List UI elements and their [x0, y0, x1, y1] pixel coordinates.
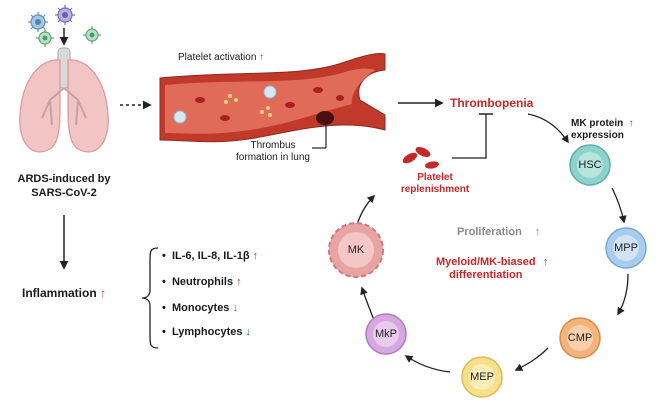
- myeloid-label: Myeloid/MK-biased differentiation: [436, 256, 536, 281]
- svg-text:MPP: MPP: [614, 242, 638, 254]
- node-cmp: CMP: [559, 317, 601, 359]
- il-up-arrow: ↑: [252, 250, 259, 262]
- neutrophils-up-arrow: ↑: [236, 276, 242, 288]
- svg-text:HSC: HSC: [578, 159, 601, 171]
- platelet-activation-up-arrow: ↑: [259, 52, 265, 63]
- thrombus-label: Thrombus formation in lung: [236, 140, 310, 163]
- node-mkp: MkP: [365, 313, 407, 355]
- cytokine-item-lymphocytes: • Lymphocytes ↓: [162, 326, 252, 338]
- myeloid-up-arrow: ↑: [542, 256, 549, 268]
- platelet-replenishment-label: Platelet replenishment: [400, 172, 470, 195]
- mk-protein-label: MK protein expression: [571, 118, 624, 141]
- svg-text:MK: MK: [348, 244, 365, 256]
- node-mep: MEP: [461, 356, 503, 398]
- lung-icon: [19, 47, 109, 153]
- platelet-icon: [402, 147, 439, 169]
- megakaryocyte-icon: MK: [328, 222, 384, 278]
- cytokine-brace: [141, 247, 159, 349]
- myeloid-block: Myeloid/MK-biased differentiation ↑: [436, 256, 548, 282]
- virus-icon: [28, 5, 101, 47]
- cytokine-item-monocytes: • Monocytes ↓: [162, 302, 238, 314]
- cytokine-item-il: • IL-6, IL-8, IL-1β ↑: [162, 250, 259, 262]
- inflammation-label: Inflammation ↑: [22, 286, 107, 300]
- node-mpp: MPP: [605, 227, 647, 269]
- cycle-arrows: [355, 113, 629, 373]
- lymphocytes-down-arrow: ↓: [245, 326, 252, 338]
- mk-protein-block: MK protein expression ↑: [571, 118, 634, 142]
- thrombopenia-label: Thrombopenia: [450, 96, 534, 110]
- svg-text:CMP: CMP: [568, 332, 592, 344]
- proliferation-label: Proliferation: [457, 226, 522, 238]
- platelet-activation-label: Platelet activation ↑: [178, 52, 265, 63]
- svg-text:MkP: MkP: [375, 328, 397, 340]
- svg-text:MEP: MEP: [470, 371, 494, 383]
- proliferation-up-arrow: ↑: [534, 226, 541, 238]
- blood-vessel-icon: [159, 52, 386, 143]
- mk-protein-up-arrow: ↑: [628, 118, 634, 129]
- proliferation-block: Proliferation ↑: [457, 226, 540, 238]
- node-hsc: HSC: [569, 144, 611, 186]
- inflammation-up-arrow: ↑: [100, 286, 107, 300]
- cause-label: ARDS-induced by SARS-CoV-2: [17, 173, 111, 199]
- monocytes-down-arrow: ↓: [232, 302, 239, 314]
- inhibition-line: [452, 114, 487, 159]
- cytokine-item-neutrophils: • Neutrophils ↑: [162, 276, 242, 288]
